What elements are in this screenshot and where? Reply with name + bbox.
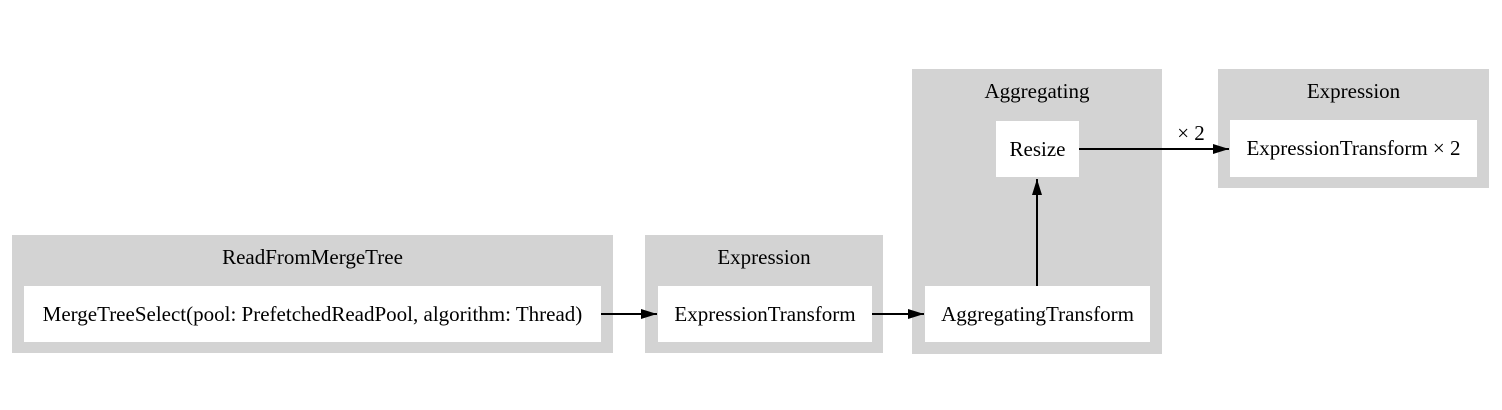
node-resize: Resize xyxy=(996,121,1079,177)
cluster-title-expression-2: Expression xyxy=(1306,79,1401,103)
node-mergetreeselect: MergeTreeSelect(pool: PrefetchedReadPool… xyxy=(24,286,601,342)
node-expressiontransform: ExpressionTransform xyxy=(658,286,872,342)
cluster-title-aggregating: Aggregating xyxy=(984,79,1090,103)
cluster-title-expression-1: Expression xyxy=(717,245,811,269)
edge-multiplier-label: × 2 xyxy=(1177,121,1205,145)
node-expressiontransform-x2: ExpressionTransform × 2 xyxy=(1230,120,1477,177)
node-aggregatingtransform: AggregatingTransform xyxy=(925,286,1150,342)
cluster-title-readfrommergetree: ReadFromMergeTree xyxy=(222,245,403,269)
